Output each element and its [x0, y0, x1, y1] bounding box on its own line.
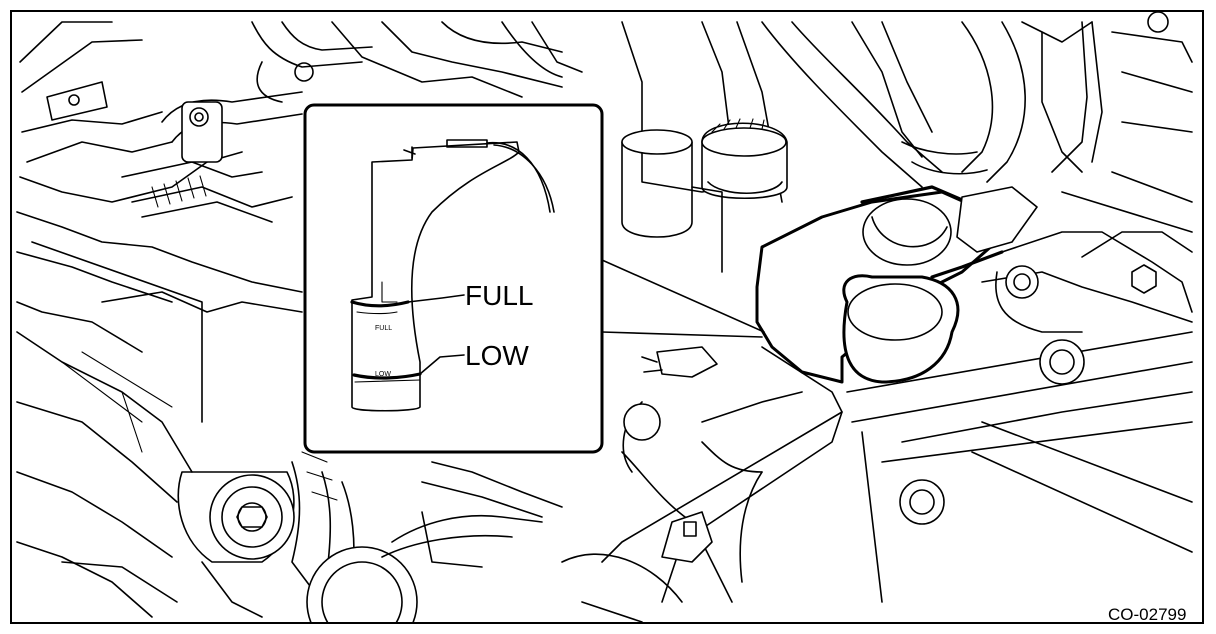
figure-code: CO-02799: [1108, 605, 1186, 622]
callout-inset: FULL LOW FULL LOW: [303, 103, 604, 454]
full-level-label: FULL: [465, 280, 533, 311]
low-leader-line: [419, 354, 465, 375]
low-level-label: LOW: [465, 340, 529, 371]
right-engine-parts: [421, 12, 1193, 622]
coolant-tank-detail: FULL LOW: [350, 139, 555, 412]
left-engine-parts: [16, 21, 583, 618]
full-leader-line: [407, 294, 465, 303]
engine-bay-scene: FULL LOW FULL LOW CO-02799: [16, 12, 1193, 622]
pulley-assembly: [61, 451, 563, 622]
illustration-frame: FULL LOW FULL LOW CO-02799: [10, 10, 1204, 624]
zoom-lines: [601, 259, 765, 338]
tank-low-mark: LOW: [375, 371, 391, 378]
tank-full-mark: FULL: [375, 325, 392, 332]
